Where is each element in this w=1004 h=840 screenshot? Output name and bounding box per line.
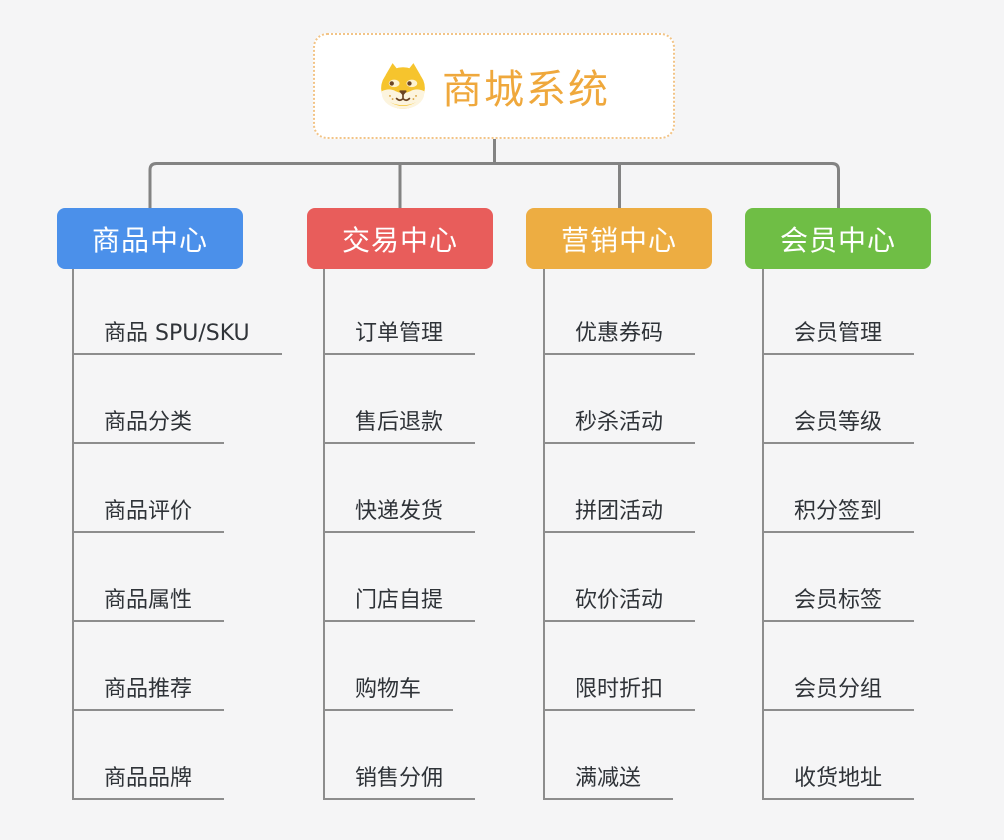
leaf-node[interactable]: 砍价活动 <box>543 584 696 622</box>
leaf-node[interactable]: 会员管理 <box>762 317 915 355</box>
leaf-node[interactable]: 订单管理 <box>323 317 476 355</box>
root-title: 商城系统 <box>442 67 610 113</box>
leaf-node[interactable]: 商品评价 <box>72 495 225 533</box>
leaf-node[interactable]: 优惠券码 <box>543 317 696 355</box>
branch-trunk-line <box>543 269 545 800</box>
branch-trunk-line <box>323 269 325 800</box>
leaf-node[interactable]: 购物车 <box>323 673 454 711</box>
leaf-node[interactable]: 积分签到 <box>762 495 915 533</box>
leaf-node[interactable]: 秒杀活动 <box>543 406 696 444</box>
leaf-node[interactable]: 商品分类 <box>72 406 225 444</box>
leaf-node[interactable]: 门店自提 <box>323 584 476 622</box>
root-node[interactable]: 商城系统 <box>313 33 675 139</box>
leaf-node[interactable]: 会员标签 <box>762 584 915 622</box>
leaf-node[interactable]: 会员分组 <box>762 673 915 711</box>
leaf-node[interactable]: 商品属性 <box>72 584 225 622</box>
leaf-node[interactable]: 满减送 <box>543 762 674 800</box>
leaf-node[interactable]: 会员等级 <box>762 406 915 444</box>
leaf-node[interactable]: 商品推荐 <box>72 673 225 711</box>
branch-trunk-line <box>72 269 74 800</box>
leaf-node[interactable]: 限时折扣 <box>543 673 696 711</box>
branch-rail-line <box>148 162 840 208</box>
leaf-node[interactable]: 收货地址 <box>762 762 915 800</box>
leaf-node[interactable]: 拼团活动 <box>543 495 696 533</box>
leaf-node[interactable]: 商品 SPU/SKU <box>72 317 282 355</box>
branch-header-trade-center[interactable]: 交易中心 <box>307 208 493 269</box>
leaf-node[interactable]: 售后退款 <box>323 406 476 444</box>
shiba-dog-icon <box>381 63 425 109</box>
branch-trunk-line <box>762 269 764 800</box>
branch-header-marketing-center[interactable]: 营销中心 <box>526 208 712 269</box>
branch-header-product-center[interactable]: 商品中心 <box>57 208 243 269</box>
leaf-node[interactable]: 快递发货 <box>323 495 476 533</box>
leaf-node[interactable]: 商品品牌 <box>72 762 225 800</box>
branch-header-member-center[interactable]: 会员中心 <box>745 208 931 269</box>
leaf-node[interactable]: 销售分佣 <box>323 762 476 800</box>
